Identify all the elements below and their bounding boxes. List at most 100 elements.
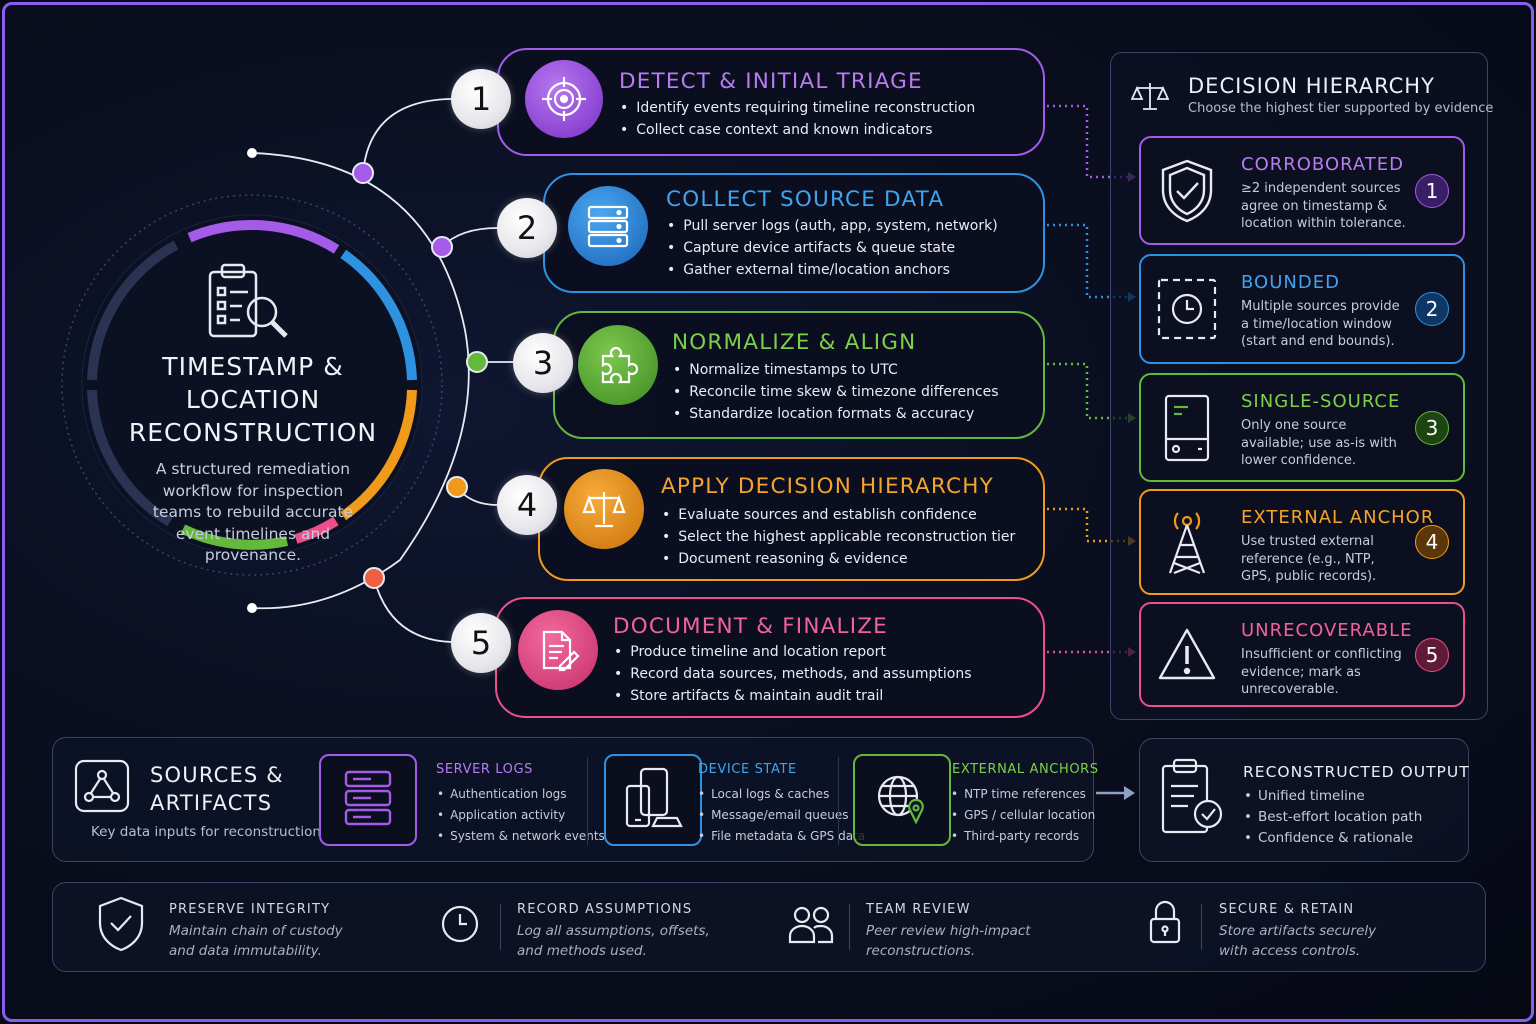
- hub-arc-gray-top: [87, 240, 179, 381]
- tier-description: Use trusted external reference (e.g., NT…: [1241, 534, 1377, 584]
- hub-arc-gray-left: [87, 389, 173, 527]
- guide-arc: [251, 152, 470, 610]
- source-item: System & network events: [437, 826, 605, 847]
- divider: [1201, 904, 1202, 950]
- output-title: RECONSTRUCTED OUTPUT: [1243, 763, 1470, 781]
- principle-description: Maintain chain of custody and data immut…: [169, 921, 343, 961]
- external-anchors-box: [853, 754, 951, 846]
- principle-line: Maintain chain of custody: [169, 923, 343, 939]
- tier-title: EXTERNAL ANCHOR: [1241, 507, 1435, 528]
- hub-description: A structured remediation workflow for in…: [152, 460, 354, 564]
- output-item: Unified timeline: [1244, 786, 1422, 807]
- server-logs-list: Authentication logs Application activity…: [437, 784, 605, 847]
- divider: [500, 904, 501, 950]
- clock-window-icon: [1155, 275, 1219, 343]
- step-number-5: 5: [451, 613, 511, 673]
- node-dot-4: [446, 476, 468, 498]
- step-3-bullets: Normalize timestamps to UTC Reconcile ti…: [673, 359, 999, 425]
- step-2-bullet: Gather external time/location anchors: [667, 259, 998, 281]
- hub-text: TIMESTAMP & LOCATION RECONSTRUCTION A st…: [100, 350, 406, 567]
- step-4-bullet: Evaluate sources and establish confidenc…: [662, 504, 1015, 526]
- principle-description: Log all assumptions, offsets, and method…: [517, 921, 710, 961]
- step-number-2: 2: [497, 198, 557, 258]
- tier-badge: 4: [1415, 525, 1449, 559]
- node-dot-5: [363, 567, 385, 589]
- step-4-bullet: Document reasoning & evidence: [662, 548, 1015, 570]
- sources-title-line2: ARTIFACTS: [150, 791, 273, 815]
- decision-hierarchy-subtitle: Choose the highest tier supported by evi…: [1188, 101, 1494, 116]
- step-3-bullet: Standardize location formats & accuracy: [673, 403, 999, 425]
- source-item: Authentication logs: [437, 784, 605, 805]
- globe-pin-icon: [874, 770, 930, 830]
- tier-title: SINGLE-SOURCE: [1241, 391, 1401, 412]
- step-number-1: 1: [451, 69, 511, 129]
- step-4-bullets: Evaluate sources and establish confidenc…: [662, 504, 1015, 570]
- team-icon: [788, 904, 834, 948]
- tier-badge: 3: [1415, 410, 1449, 445]
- scales-icon: [564, 469, 644, 549]
- scales-icon: [1130, 80, 1170, 116]
- output-list: Unified timeline Best-effort location pa…: [1244, 786, 1422, 849]
- step-2-bullet: Capture device artifacts & queue state: [667, 237, 998, 259]
- antenna-tower-icon: [1155, 508, 1219, 576]
- tier-description: Only one source available; use as-is wit…: [1241, 418, 1397, 468]
- warning-icon: [1155, 621, 1219, 689]
- step-4-title: APPLY DECISION HIERARCHY: [661, 474, 994, 499]
- step-5-bullet: Store artifacts & maintain audit trail: [614, 685, 971, 707]
- principle-line: reconstructions.: [866, 943, 976, 959]
- tier-description: Insufficient or conflicting evidence; ma…: [1241, 647, 1402, 697]
- source-item: Application activity: [437, 805, 605, 826]
- principle-description: Peer review high-impact reconstructions.: [866, 921, 1031, 961]
- principle-title: PRESERVE INTEGRITY: [169, 902, 331, 917]
- tier-card-single-source[interactable]: SINGLE-SOURCE Only one source available;…: [1139, 373, 1465, 482]
- step-2-bullet: Pull server logs (auth, app, system, net…: [667, 215, 997, 237]
- principle-line: Log all assumptions, offsets,: [517, 923, 710, 939]
- source-item: Local logs & caches: [698, 784, 865, 805]
- step-5-title: DOCUMENT & FINALIZE: [613, 614, 888, 639]
- step-5-bullet: Record data sources, methods, and assump…: [614, 663, 971, 685]
- step-3-bullet: Normalize timestamps to UTC: [673, 359, 999, 381]
- puzzle-icon: [578, 325, 658, 405]
- decision-hierarchy-title: DECISION HIERARCHY: [1188, 74, 1435, 98]
- tier-card-external-anchor[interactable]: EXTERNAL ANCHOR Use trusted external ref…: [1139, 489, 1465, 595]
- clipboard-check-icon: [1160, 758, 1226, 840]
- tier-card-unrecoverable[interactable]: UNRECOVERABLE Insufficient or conflictin…: [1139, 602, 1465, 707]
- tier-card-corroborated[interactable]: CORROBORATED ≥2 independent sources agre…: [1139, 136, 1465, 245]
- hub-arcs: [87, 220, 417, 550]
- source-item: GPS / cellular location: [951, 805, 1095, 826]
- hub-arc-purple: [187, 220, 340, 254]
- tier-title: CORROBORATED: [1241, 154, 1405, 175]
- device-state-list: Local logs & caches Message/email queues…: [698, 784, 865, 847]
- guide-arc-end-dot: [247, 603, 257, 613]
- tier-card-bounded[interactable]: BOUNDED Multiple sources provide a time/…: [1139, 254, 1465, 364]
- tier-description: ≥2 independent sources agree on timestam…: [1241, 181, 1406, 231]
- step-5-bullet: Produce timeline and location report: [614, 641, 971, 663]
- node-dot-1: [352, 162, 374, 184]
- hub-arc-orange: [340, 389, 417, 521]
- shield-check-icon: [1155, 157, 1219, 225]
- network-nodes-icon: [74, 759, 130, 817]
- node-dot-2: [431, 236, 453, 258]
- clipboard-search-icon: [206, 262, 292, 342]
- node-dot-3: [466, 351, 488, 373]
- external-anchors-list: NTP time references GPS / cellular locat…: [951, 784, 1095, 847]
- principles-panel: [52, 882, 1486, 972]
- principle-line: and data immutability.: [169, 943, 322, 959]
- step-3-title: NORMALIZE & ALIGN: [672, 330, 917, 355]
- server-stack-icon: [343, 769, 393, 831]
- shield-check-icon: [96, 895, 146, 957]
- principle-description: Store artifacts securely with access con…: [1219, 921, 1376, 961]
- step-5-bullets: Produce timeline and location report Rec…: [614, 641, 971, 707]
- hub-arc-pink: [294, 516, 339, 544]
- hub-disc: [81, 214, 423, 556]
- tier-badge: 2: [1415, 292, 1449, 326]
- step-1-bullets: Identify events requiring timeline recon…: [620, 97, 975, 141]
- divider: [838, 757, 839, 845]
- step-4-bullet: Select the highest applicable reconstruc…: [662, 526, 1015, 548]
- target-icon: [525, 60, 603, 138]
- divider: [849, 904, 850, 950]
- sources-title-line1: SOURCES &: [150, 763, 284, 787]
- divider: [587, 757, 588, 845]
- server-logs-box: [319, 754, 417, 846]
